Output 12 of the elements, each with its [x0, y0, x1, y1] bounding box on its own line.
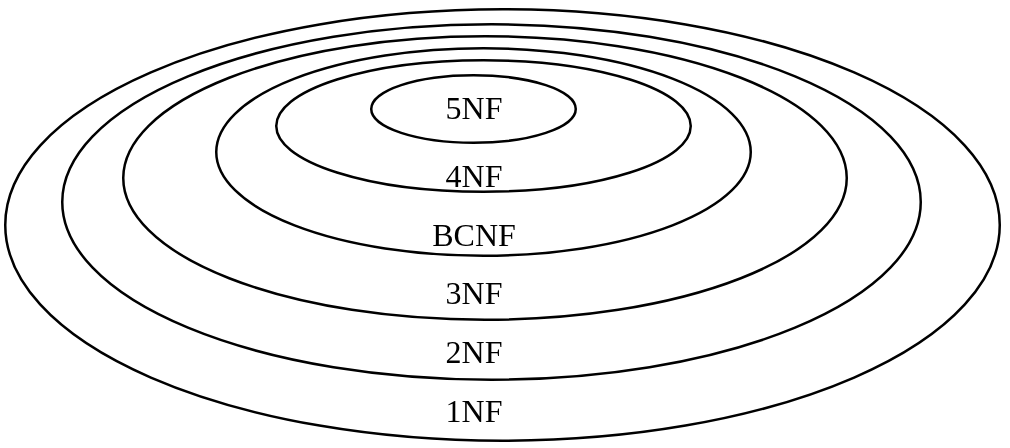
ellipse-label: 1NF — [445, 395, 503, 427]
ellipse-label: 2NF — [445, 336, 503, 368]
ellipse-label: BCNF — [432, 219, 516, 251]
ellipse — [370, 74, 577, 144]
ellipse — [122, 35, 848, 321]
ellipse-label: 4NF — [445, 160, 503, 192]
ellipse — [215, 47, 752, 257]
ellipse — [275, 59, 692, 193]
ellipse-label: 3NF — [445, 277, 503, 309]
ellipse — [4, 8, 1001, 442]
ellipse — [61, 23, 922, 381]
ellipse-label: 5NF — [445, 92, 503, 124]
